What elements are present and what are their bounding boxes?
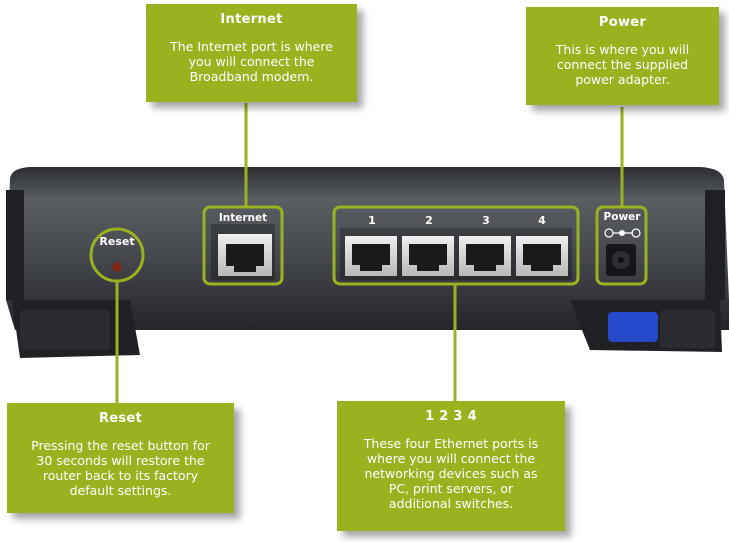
ethernet-port-3 [459,236,511,276]
router-label-port-3: 3 [482,214,490,227]
ethernet-ports [332,205,580,286]
router-label-port-1: 1 [368,214,376,227]
ports-callout-text: These four Ethernet ports is where you w… [363,436,539,511]
leader-lines [115,103,624,404]
router-label-power: Power [603,211,641,223]
ports-callout-title: 1 2 3 4 [425,409,477,424]
router-label-reset: Reset [99,235,135,248]
reset-callout-title: Reset [98,411,143,426]
power-callout-title: Power [598,15,647,30]
internet-callout-title: Internet [220,12,283,27]
ethernet-port-4 [516,236,568,276]
router-label-internet: Internet [218,212,268,224]
router-feet [12,300,722,358]
internet-callout-text: The Internet port is where you will conn… [170,39,333,84]
internet-callout: Internet The Internet port is where you … [146,4,357,102]
internet-port [202,205,284,286]
power-callout-text: This is where you will connect the suppl… [555,42,690,87]
ethernet-port-2 [402,236,454,276]
ethernet-port-1 [345,236,397,276]
ports-callout: 1 2 3 4 These four Ethernet ports is whe… [337,401,565,531]
router-label-port-2: 2 [425,214,433,227]
reset-callout: Reset Pressing the reset button for 30 s… [7,403,234,513]
router-label-port-4: 4 [538,214,546,227]
reset-callout-text: Pressing the reset button for 30 seconds… [31,438,210,498]
power-callout: Power This is where you will connect the… [526,7,719,105]
